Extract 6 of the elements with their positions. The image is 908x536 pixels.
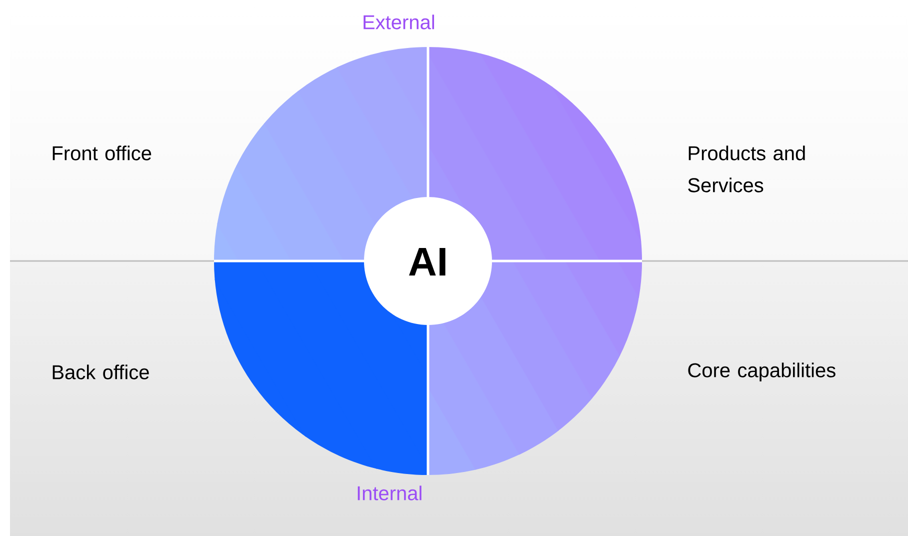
axis-label: External [364, 14, 434, 30]
quadrant-label: Back office [52, 364, 149, 380]
quadrant-label: Products and Services [688, 146, 805, 192]
quadrant-label: Front office [52, 146, 152, 160]
axis-label: Internal [358, 486, 422, 500]
quadrant-label: Core capabilities [688, 362, 836, 382]
